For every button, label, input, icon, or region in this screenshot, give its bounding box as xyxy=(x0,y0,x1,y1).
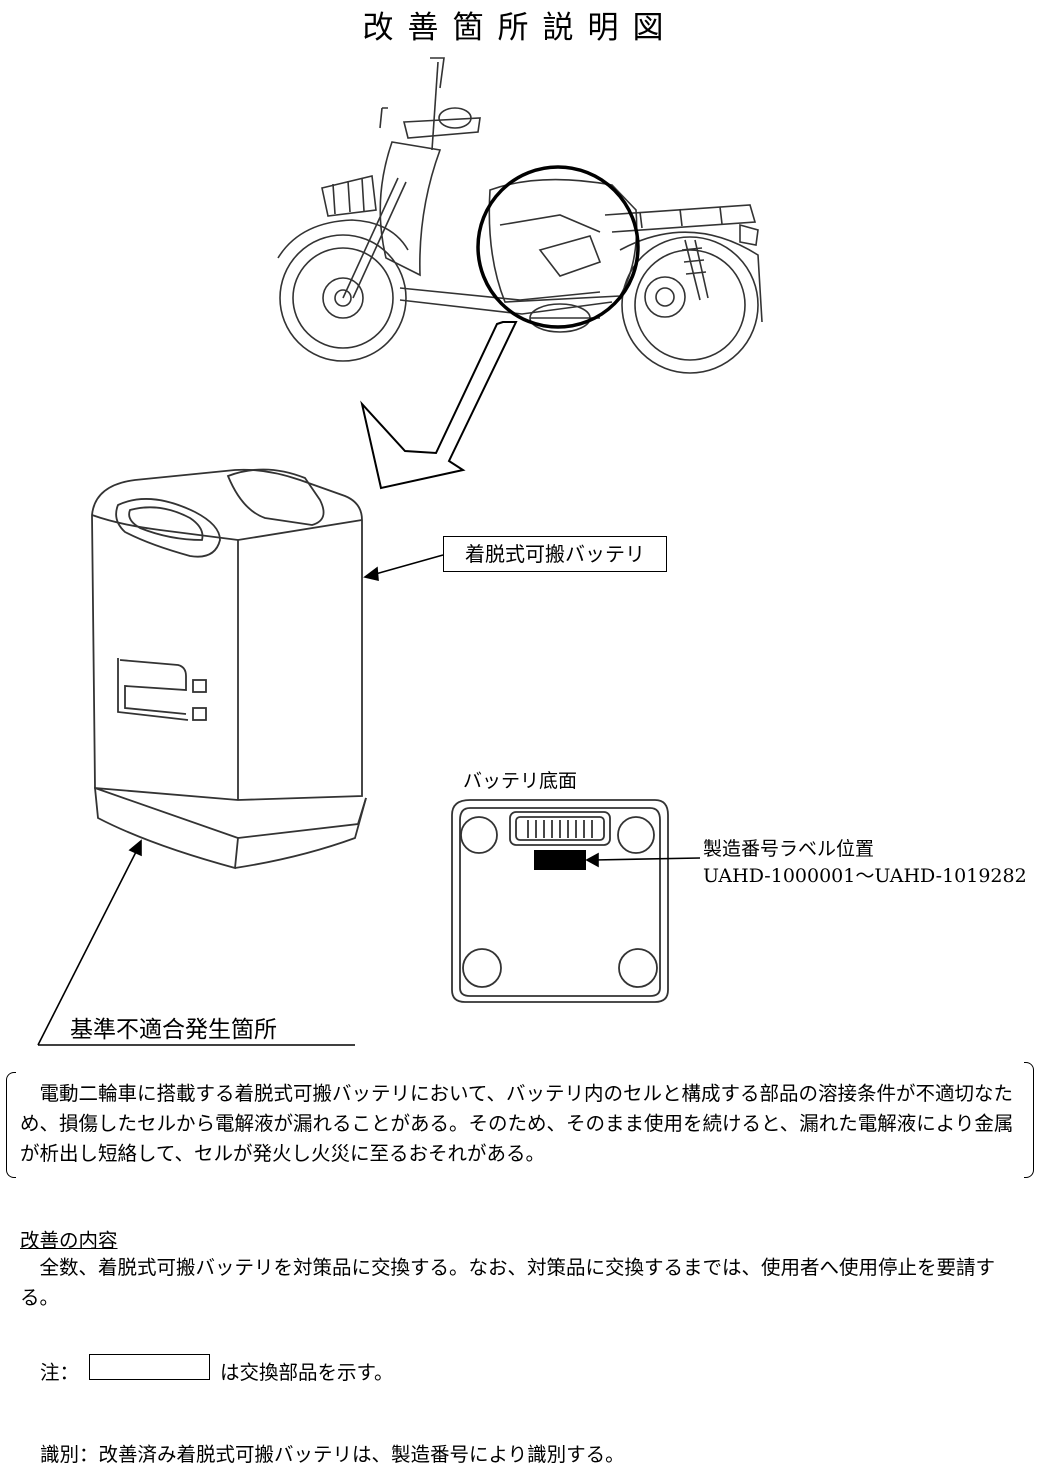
big-pointer-arrow xyxy=(360,321,518,490)
serial-label-caption: 製造番号ラベル位置 UAHD-1000001～UAHD-1019282 xyxy=(703,836,1027,890)
note-legend-box xyxy=(89,1354,210,1380)
serial-label-block xyxy=(534,850,586,870)
right-bracket xyxy=(1024,1062,1034,1178)
battery-drawing xyxy=(91,468,367,870)
scooter-drawing xyxy=(277,57,763,374)
left-bracket xyxy=(6,1072,16,1178)
battery-bottom-label: バッテリ底面 xyxy=(463,770,578,792)
arrows xyxy=(37,554,701,1046)
illustration xyxy=(37,57,763,1046)
note-label: 注： xyxy=(40,1361,80,1384)
note-text: は交換部品を示す。 xyxy=(220,1361,394,1384)
improvement-text: 全数、着脱式可搬バッテリを対策品に交換する。なお、対策品に交換するまでは、使用者… xyxy=(20,1256,996,1309)
page-title: 改善箇所説明図 xyxy=(362,10,678,46)
improvement-heading: 改善の内容 xyxy=(20,1229,118,1252)
battery-bottom-drawing xyxy=(451,799,669,1003)
identification-text: 識別：改善済み着脱式可搬バッテリは、製造番号により識別する。 xyxy=(40,1443,625,1466)
battery-label: 着脱式可搬バッテリ xyxy=(443,536,667,572)
serial-label-title: 製造番号ラベル位置 xyxy=(703,838,875,860)
nonconformity-label: 基準不適合発生箇所 xyxy=(70,1017,277,1043)
serial-range: UAHD-1000001～UAHD-1019282 xyxy=(703,865,1027,887)
highlight-circle xyxy=(476,165,640,329)
defect-description: 電動二輪車に搭載する着脱式可搬バッテリにおいて、バッテリ内のセルと構成する部品の… xyxy=(20,1082,1014,1165)
